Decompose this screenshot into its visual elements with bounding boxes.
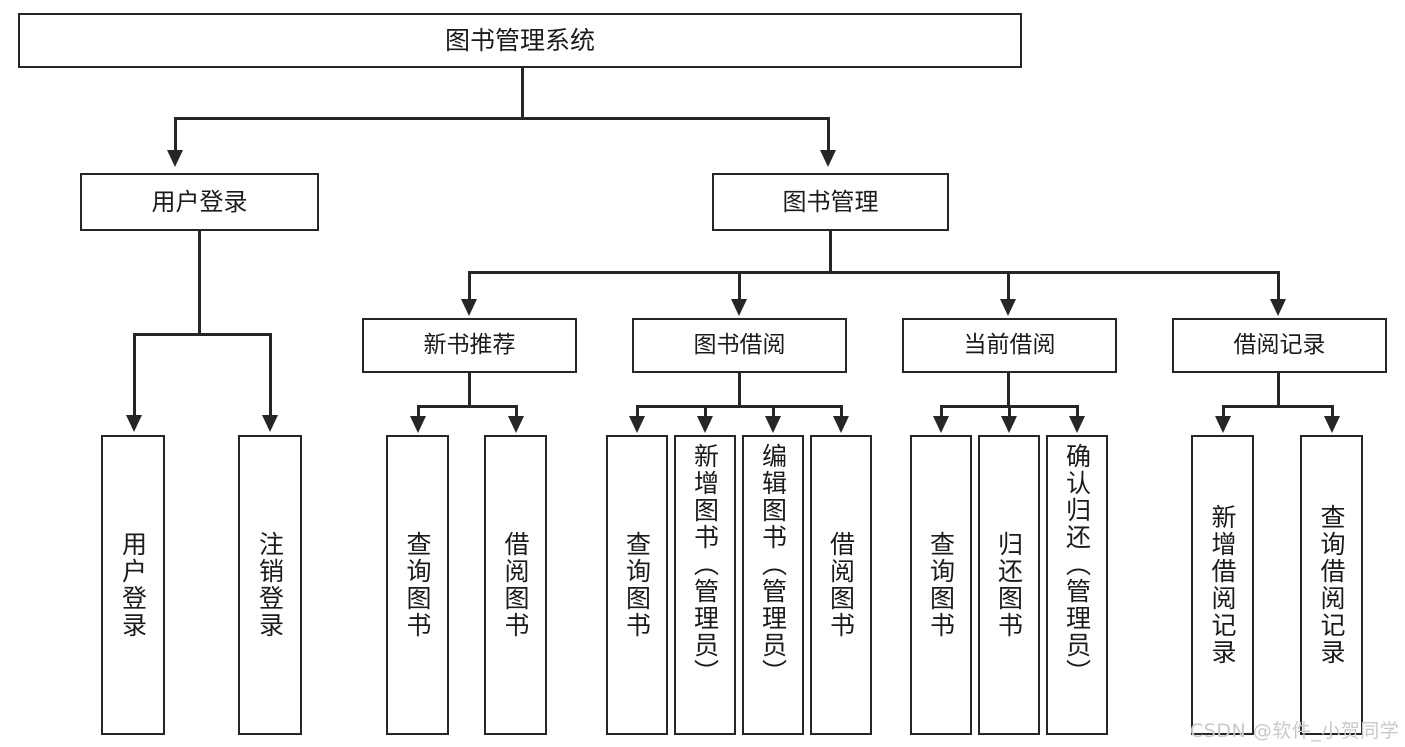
connector-drop-query-book-1	[417, 405, 420, 419]
connector-user-login-bus	[133, 333, 272, 336]
node-label: 用户登录	[151, 187, 248, 216]
node-label: 注销登录	[255, 531, 285, 639]
node-label: 借阅记录	[1233, 331, 1326, 358]
connector-drop-query-book-3	[940, 405, 943, 419]
node-label: 归还图书	[994, 531, 1024, 639]
connector-drop-leaf-user-login	[133, 333, 136, 418]
node-label: 确认归还（管理员）	[1062, 443, 1092, 686]
node-leaf-return-book[interactable]: 归还图书	[978, 435, 1040, 735]
arrow-to-edit-book	[765, 416, 781, 433]
node-user-login[interactable]: 用户登录	[80, 173, 319, 231]
connector-tier2-bus	[174, 117, 830, 120]
node-book-borrow[interactable]: 图书借阅	[632, 318, 847, 373]
connector-drop-leaf-logout-login	[269, 333, 272, 418]
connector-drop-query-book-2	[636, 405, 639, 419]
node-leaf-borrow-book-2[interactable]: 借阅图书	[810, 435, 872, 735]
connector-drop-new-book-recommend	[468, 271, 471, 302]
node-label: 借阅图书	[826, 531, 856, 639]
node-borrow-record[interactable]: 借阅记录	[1172, 318, 1387, 373]
arrow-to-return-book	[1001, 416, 1017, 433]
node-leaf-query-record[interactable]: 查询借阅记录	[1300, 435, 1363, 735]
connector-drop-confirm-return	[1076, 405, 1079, 419]
arrow-to-borrow-record	[1270, 299, 1286, 316]
connector-current-borrow-stem	[1007, 373, 1010, 407]
connector-book-borrow-stem	[738, 373, 741, 407]
node-leaf-add-book[interactable]: 新增图书（管理员）	[674, 435, 736, 735]
arrow-to-query-book-1	[410, 416, 426, 433]
node-label: 查询图书	[403, 531, 432, 639]
arrow-to-add-record	[1215, 416, 1231, 433]
node-label: 查询图书	[926, 531, 956, 639]
node-leaf-user-login[interactable]: 用户登录	[101, 435, 165, 735]
node-label: 查询图书	[622, 531, 652, 639]
connector-drop-add-book	[704, 405, 707, 419]
connector-new-book-stem	[468, 373, 471, 407]
connector-drop-borrow-book-1	[515, 405, 518, 419]
arrow-to-book-management	[820, 150, 836, 167]
arrow-to-confirm-return	[1069, 416, 1085, 433]
watermark-text: CSDN @软件_小贺同学	[1190, 720, 1400, 742]
connector-tier3-bus	[468, 271, 1280, 274]
node-label: 借阅图书	[501, 531, 530, 639]
node-leaf-edit-book[interactable]: 编辑图书（管理员）	[742, 435, 804, 735]
node-label: 新书推荐	[423, 331, 516, 358]
connector-drop-user-login	[174, 117, 177, 153]
node-current-borrow[interactable]: 当前借阅	[902, 318, 1117, 373]
connector-drop-current-borrow	[1007, 271, 1010, 302]
node-root-system[interactable]: 图书管理系统	[18, 13, 1022, 68]
connector-drop-book-management	[827, 117, 830, 153]
connector-borrow-record-stem	[1277, 373, 1280, 407]
node-leaf-borrow-book-1[interactable]: 借阅图书	[484, 435, 547, 735]
arrow-to-new-book-recommend	[461, 299, 477, 316]
node-leaf-query-book-3[interactable]: 查询图书	[910, 435, 972, 735]
connector-drop-return-book	[1008, 405, 1011, 419]
node-label: 当前借阅	[963, 331, 1056, 358]
node-new-book-recommend[interactable]: 新书推荐	[362, 318, 577, 373]
arrow-to-book-borrow	[731, 299, 747, 316]
connector-book-borrow-bus	[636, 405, 842, 408]
connector-drop-borrow-book-2	[840, 405, 843, 419]
node-leaf-logout-login[interactable]: 注销登录	[238, 435, 302, 735]
node-leaf-query-book-1[interactable]: 查询图书	[386, 435, 449, 735]
node-label: 新增借阅记录	[1208, 504, 1237, 666]
node-book-management[interactable]: 图书管理	[712, 173, 949, 231]
arrow-to-query-book-2	[629, 416, 645, 433]
node-label: 图书管理系统	[444, 25, 595, 55]
node-leaf-confirm-return[interactable]: 确认归还（管理员）	[1046, 435, 1108, 735]
node-label: 图书借阅	[693, 331, 786, 358]
arrow-to-add-book	[697, 416, 713, 433]
node-leaf-query-book-2[interactable]: 查询图书	[606, 435, 668, 735]
node-label: 编辑图书（管理员）	[758, 443, 788, 686]
connector-borrow-record-bus	[1222, 405, 1334, 408]
arrow-to-leaf-user-login	[126, 415, 142, 432]
node-label: 查询借阅记录	[1317, 504, 1346, 666]
arrow-to-leaf-logout-login	[262, 415, 278, 432]
connector-user-login-stem	[198, 231, 201, 334]
arrow-to-query-record	[1324, 416, 1340, 433]
connector-drop-book-borrow	[738, 271, 741, 302]
connector-drop-query-record	[1331, 405, 1334, 419]
arrow-to-borrow-book-1	[508, 416, 524, 433]
node-label: 新增图书（管理员）	[690, 443, 720, 686]
node-label: 用户登录	[118, 531, 148, 639]
arrow-to-borrow-book-2	[833, 416, 849, 433]
connector-drop-borrow-record	[1277, 271, 1280, 302]
connector-drop-add-record	[1222, 405, 1225, 419]
arrow-to-user-login	[167, 150, 183, 167]
node-label: 图书管理	[782, 187, 879, 216]
connector-drop-edit-book	[772, 405, 775, 419]
node-leaf-add-record[interactable]: 新增借阅记录	[1191, 435, 1254, 735]
connector-new-book-bus	[417, 405, 518, 408]
arrow-to-query-book-3	[933, 416, 949, 433]
arrow-to-current-borrow	[1000, 299, 1016, 316]
connector-book-management-stem	[829, 231, 832, 273]
connector-root-stem	[521, 68, 524, 118]
